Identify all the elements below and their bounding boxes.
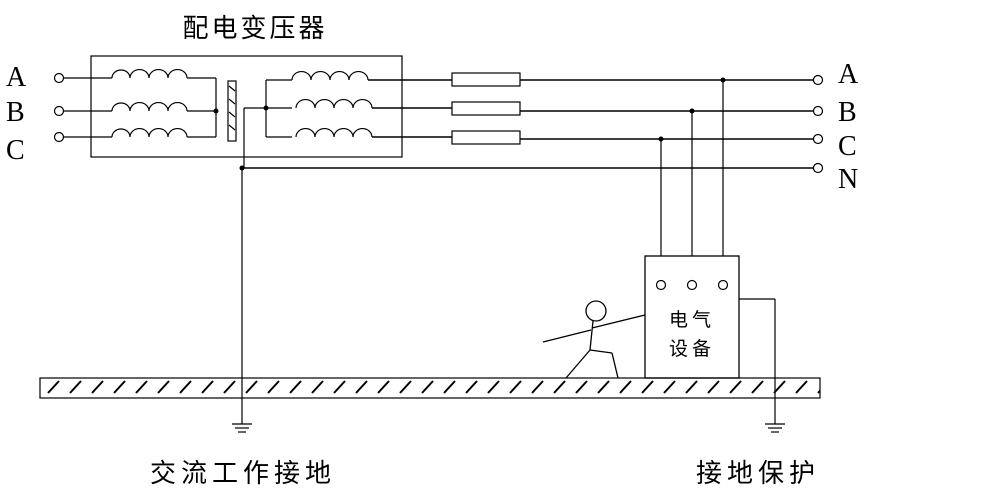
fuse-c [451,130,521,145]
transformer-title: 配电变压器 [182,14,327,44]
right-phase-a-label: A [838,59,859,90]
right-phase-b-label: B [838,97,857,128]
neutral-line [239,108,824,174]
primary-input-leads [53,72,112,143]
equipment-label-line1: 电气 [669,309,715,331]
equipment-label-line2: 设备 [669,338,715,360]
fuse-a [451,72,521,87]
electrical-equipment: 电气 设备 [644,255,740,379]
left-phase-c-label: C [6,135,25,166]
output-phase-lines [368,72,824,145]
fuse-b [451,101,521,116]
protective-ground-conductor [739,298,785,433]
transformer-core [227,80,237,142]
right-phase-c-label: C [838,131,857,162]
left-phase-a-label: A [6,62,27,93]
primary-windings [111,68,219,138]
equipment-supply-drops [658,77,726,281]
transformer-box [90,55,403,158]
earth-ground-bar [39,377,821,399]
caption-working-ground: 交流工作接地 [150,459,336,489]
secondary-windings [244,70,373,138]
left-phase-b-label: B [6,97,25,128]
right-neutral-label: N [838,164,858,195]
caption-protective-ground: 接地保护 [696,459,820,489]
person-figure [542,300,646,379]
